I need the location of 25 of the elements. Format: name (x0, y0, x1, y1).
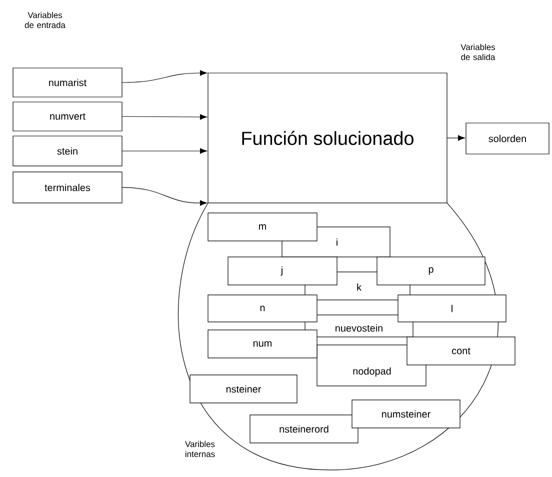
arrow (446, 135, 466, 141)
variable-box: terminales (12, 172, 122, 204)
variable-box: numarist (12, 68, 122, 98)
group-heading: Variables de entrada (24, 12, 66, 28)
variable-box: num (208, 330, 318, 358)
variable-box: nsteinerord (250, 414, 358, 444)
arrow (122, 70, 208, 83)
variable-box: l (398, 294, 506, 322)
variable-box: m (208, 212, 318, 242)
variable-box: numvert (12, 102, 122, 132)
variable-box: cont (406, 336, 516, 366)
variable-box: nodopad (316, 344, 426, 386)
variable-box: numsteiner (352, 400, 460, 428)
group-heading: Varibles internas (185, 440, 215, 458)
arrow (122, 148, 208, 154)
variable-box: solorden (466, 122, 550, 154)
variable-box: j (228, 256, 338, 286)
variable-box: p (376, 256, 486, 286)
variable-box: n (208, 294, 318, 322)
arrow (122, 187, 208, 206)
variable-box: stein (12, 136, 122, 166)
function-box: Función solucionado (208, 72, 448, 204)
arrow (122, 114, 208, 120)
variable-box: nsteiner (190, 374, 298, 404)
group-heading: Variables de salida (460, 44, 496, 60)
